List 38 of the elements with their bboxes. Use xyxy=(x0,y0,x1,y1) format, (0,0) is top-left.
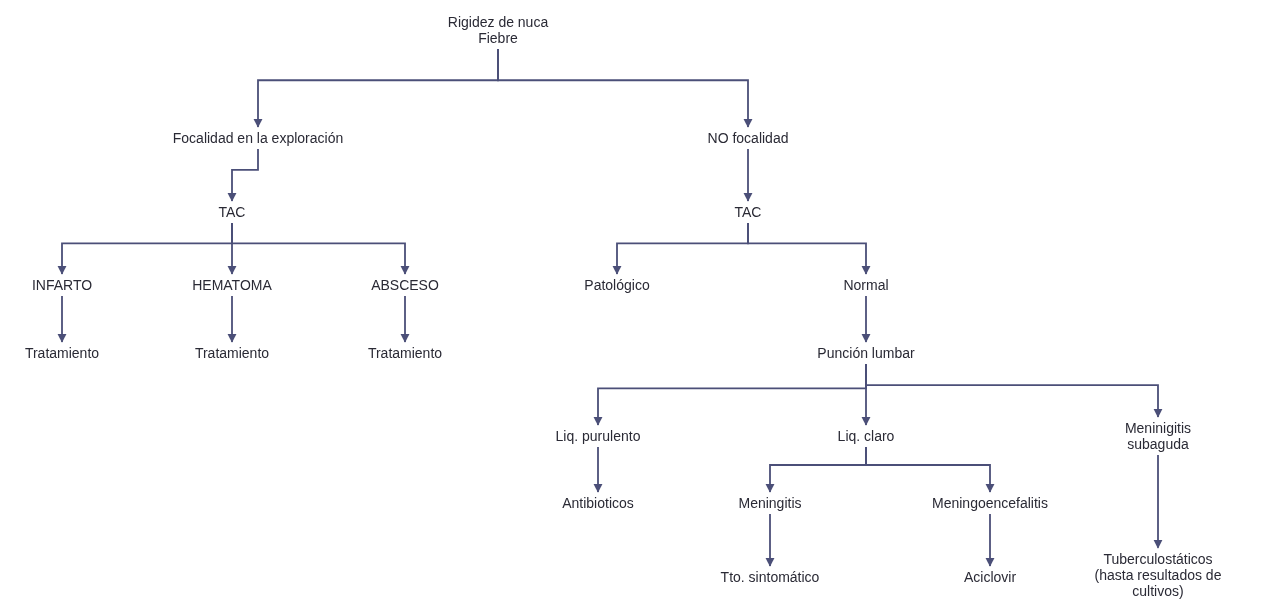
arrow xyxy=(865,363,1163,418)
step-label: Antibioticos xyxy=(562,494,634,512)
step-label: NO focalidad xyxy=(707,129,789,147)
arrow xyxy=(985,513,995,567)
arrow xyxy=(765,513,775,567)
step-label: Tuberculostáticos (hasta resultados de cultivos) xyxy=(1093,550,1223,600)
arrow xyxy=(57,295,67,343)
step-label: TAC xyxy=(218,203,246,221)
arrow xyxy=(400,295,410,343)
step-label: Focalidad en la exploración xyxy=(172,129,344,147)
step-label: HEMATOMA xyxy=(192,276,272,294)
arrow xyxy=(593,446,603,493)
step-label: Tto. sintomático xyxy=(720,568,820,586)
step-label: INFARTO xyxy=(31,276,93,294)
arrow xyxy=(227,148,259,202)
step-label: Aciclovir xyxy=(963,568,1017,586)
step-label: Liq. claro xyxy=(837,427,895,445)
step-label: Meningitis xyxy=(738,494,802,512)
step-label: Tratamiento xyxy=(194,344,270,362)
step-label: Normal xyxy=(843,276,889,294)
step-label: Punción lumbar xyxy=(817,344,915,362)
arrow xyxy=(497,48,753,128)
arrow xyxy=(865,446,995,493)
step-label: Meningoencefalitis xyxy=(932,494,1048,512)
arrow xyxy=(747,222,871,275)
step-label: TAC xyxy=(734,203,762,221)
arrow xyxy=(861,295,871,343)
arrow xyxy=(231,222,410,275)
step-label: Tratamiento xyxy=(367,344,443,362)
arrow xyxy=(227,295,237,343)
step-label: Tratamiento xyxy=(24,344,100,362)
arrow xyxy=(1153,454,1163,549)
step-label: Meninigitis subaguda xyxy=(1123,419,1193,453)
step-label: ABSCESO xyxy=(371,276,439,294)
arrow xyxy=(743,148,753,202)
step-label: Rigidez de nuca Fiebre xyxy=(446,13,550,47)
step-label: Liq. purulento xyxy=(555,427,641,445)
step-label: Patológico xyxy=(584,276,650,294)
